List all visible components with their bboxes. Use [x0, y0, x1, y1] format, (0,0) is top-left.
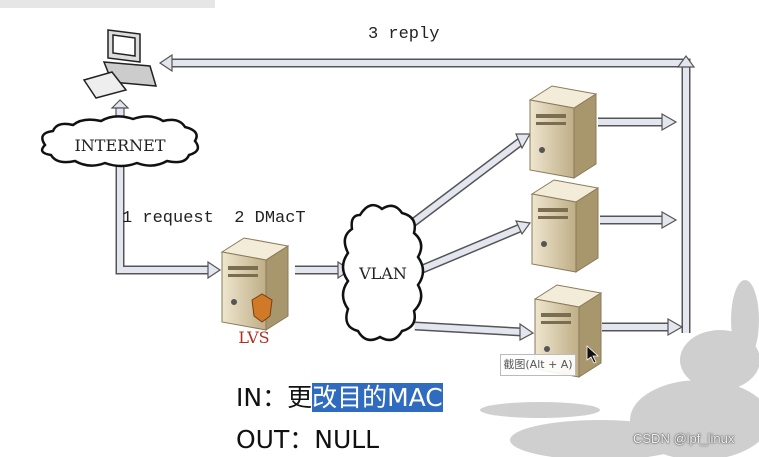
- out-caption: OUT：NULL: [236, 425, 380, 454]
- vlan-label: VLAN: [358, 264, 407, 283]
- ink-landscape-background: [480, 280, 759, 457]
- mouse-cursor-icon: [586, 345, 600, 364]
- lvs-label: LVS: [238, 328, 269, 347]
- in-caption[interactable]: IN：更改目的MAC: [236, 378, 443, 414]
- selected-text[interactable]: 改目的MAC: [312, 383, 443, 412]
- vlan-cloud-icon: [341, 203, 425, 342]
- in-caption-prefix: IN：更: [236, 383, 313, 412]
- internet-label: INTERNET: [74, 136, 165, 155]
- reply-label: 3 reply: [368, 25, 440, 44]
- real-server-2-icon: [531, 179, 599, 273]
- watermark: CSDN @lpf_linux: [633, 431, 735, 446]
- window-shadow: [0, 0, 215, 8]
- screenshot-tooltip: 截图(Alt + A): [500, 354, 576, 376]
- request-label: 1 request 2 DMacT: [122, 209, 306, 228]
- client-computer-icon: [82, 29, 158, 99]
- real-server-1-icon: [529, 85, 597, 179]
- internet-cloud-icon: [40, 115, 200, 168]
- firewall-shield-icon: [251, 293, 273, 323]
